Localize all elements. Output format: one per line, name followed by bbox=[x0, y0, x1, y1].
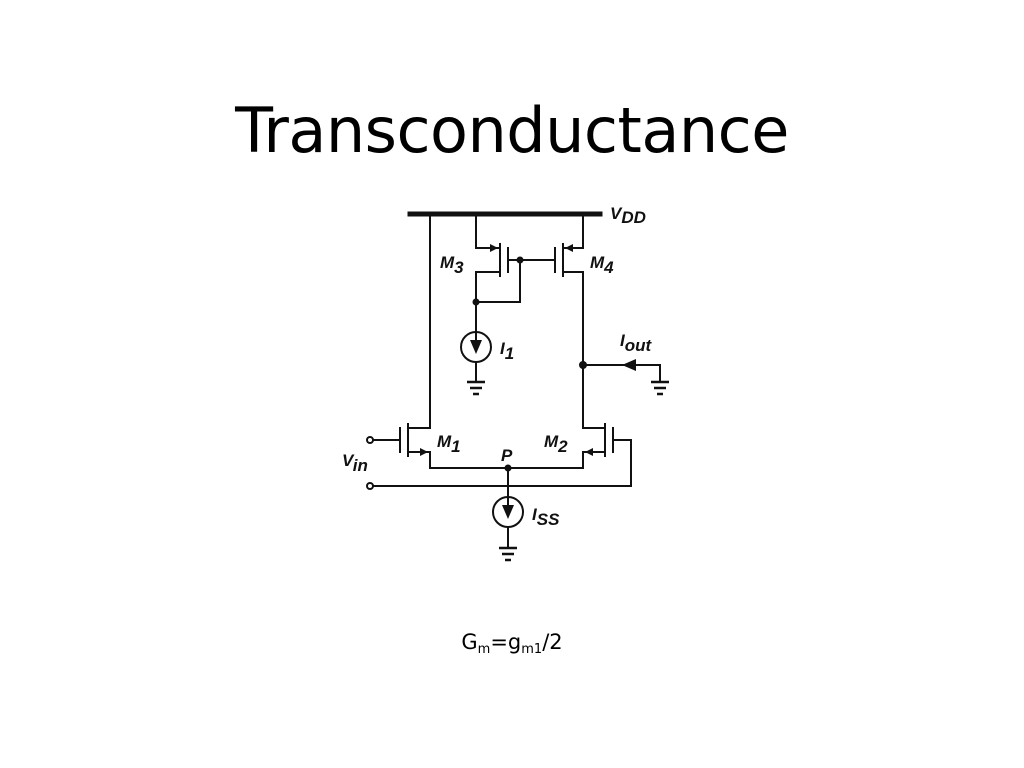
m2-arrow bbox=[585, 448, 593, 456]
m2-label: M2 bbox=[544, 432, 568, 456]
iout-arrow bbox=[622, 359, 636, 371]
m1-transistor bbox=[399, 423, 431, 469]
transconductance-formula: Gm=gm1/2 bbox=[0, 630, 1024, 657]
m4-source-wire bbox=[564, 213, 584, 249]
vdd-label: VDD bbox=[610, 204, 646, 227]
differential-pair-circuit: VDD M3 M4 I1 Iout M1 M2 P Vin ISS bbox=[342, 204, 669, 562]
formula-g-sub: m1 bbox=[521, 642, 543, 657]
m3-transistor bbox=[475, 243, 509, 306]
node-p-dot bbox=[504, 464, 512, 472]
vin-plus-terminal bbox=[366, 436, 374, 444]
m1-arrow bbox=[420, 448, 428, 456]
formula-G: G bbox=[461, 630, 478, 654]
m4-transistor bbox=[554, 243, 584, 429]
i1-arrow bbox=[470, 340, 482, 354]
m3-source-wire bbox=[475, 213, 499, 249]
formula-tail: /2 bbox=[542, 630, 563, 654]
vin-minus-terminal bbox=[366, 482, 374, 490]
m4-arrow bbox=[565, 244, 573, 252]
node-p-label: P bbox=[501, 446, 513, 465]
i1-label: I1 bbox=[500, 339, 514, 363]
vin-minus-wire bbox=[371, 439, 632, 487]
gate-junction-dot bbox=[516, 256, 524, 264]
formula-equals: = bbox=[490, 630, 508, 654]
iss-arrow bbox=[502, 505, 514, 519]
m3-drain-dot bbox=[472, 298, 480, 306]
m3-label: M3 bbox=[440, 253, 464, 277]
m1-label: M1 bbox=[437, 432, 461, 456]
m2-transistor bbox=[582, 423, 614, 469]
ground-symbols bbox=[467, 380, 669, 562]
iss-label: ISS bbox=[532, 505, 560, 529]
m4-label: M4 bbox=[590, 253, 614, 277]
iout-label: Iout bbox=[620, 331, 653, 355]
slide-title: Transconductance bbox=[235, 93, 789, 167]
formula-G-sub: m bbox=[477, 642, 491, 657]
formula-g: g bbox=[507, 630, 522, 654]
m3-arrow bbox=[490, 244, 498, 252]
vin-label: Vin bbox=[342, 451, 368, 475]
output-node-dot bbox=[579, 361, 587, 369]
m3-diode-wire bbox=[475, 259, 521, 303]
